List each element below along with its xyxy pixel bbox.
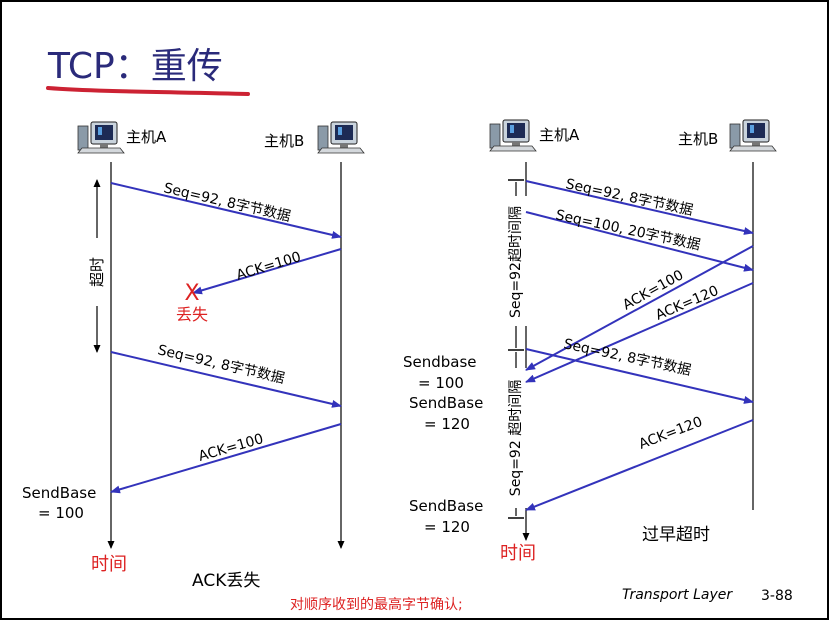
left-ack1-label: ACK=100 — [234, 249, 303, 284]
right-host-a-computer-icon — [489, 119, 537, 152]
right-host-a-label: 主机A — [539, 126, 580, 144]
left-seg2-label: Seq=92, 8字节数据 — [156, 342, 286, 387]
right-sb2-line1: SendBase — [409, 394, 483, 412]
right-sb3-line1: SendBase — [409, 497, 483, 515]
host-b-computer-icon — [317, 121, 365, 154]
left-ack1-arrow — [192, 248, 342, 295]
right-sb2-line2: = 120 — [424, 415, 470, 433]
right-ack100-arrow — [525, 245, 754, 371]
right-seg2-arrow — [525, 211, 754, 272]
left-seg2-arrow — [110, 351, 342, 408]
right-caption: 过早超时 — [642, 525, 710, 545]
left-lost-mark: X — [184, 281, 199, 306]
right-seg1-arrow — [525, 180, 754, 235]
right-timeout-top-bg — [503, 196, 529, 326]
left-caption: ACK丢失 — [192, 571, 260, 591]
left-time-label: 时间 — [91, 554, 127, 575]
right-ack120b-label: ACK=120 — [637, 414, 705, 453]
right-sb1-line2: = 100 — [418, 374, 464, 392]
right-ack120b-arrow — [525, 419, 754, 511]
left-seg1-arrow — [110, 182, 342, 239]
host-a-computer-icon — [77, 121, 125, 154]
footer-note: 对顺序收到的最高字节确认; — [290, 596, 463, 613]
right-time-label: 时间 — [500, 543, 536, 564]
right-host-b-computer-icon — [729, 119, 777, 152]
title-underline — [46, 86, 250, 96]
left-sendbase-line1: SendBase — [22, 484, 96, 502]
right-sb3-line2: = 120 — [424, 518, 470, 536]
right-sb1-line1: Sendbase — [403, 353, 477, 371]
footer-layer: Transport Layer — [622, 587, 733, 603]
right-timeout-bottom-label: Seq=92 超时间隔 — [508, 380, 524, 496]
right-timeout-top-label: Seq=92超时间隔 — [508, 206, 524, 318]
left-lost-label: 丢失 — [176, 305, 208, 324]
left-host-a-label: 主机A — [126, 128, 167, 146]
left-ack2-arrow — [110, 423, 342, 494]
footer-page-number: 3-88 — [761, 588, 793, 604]
left-seg1-label: Seq=92, 8字节数据 — [162, 180, 292, 225]
left-sendbase-line2: = 100 — [38, 504, 84, 522]
left-ack2-label: ACK=100 — [197, 431, 266, 465]
right-seg3-arrow — [525, 348, 754, 404]
slide-title: TCP：重传 — [47, 46, 223, 87]
left-timeout-label: 超时 — [88, 257, 106, 287]
right-ack120a-arrow — [525, 282, 754, 383]
right-host-b-label: 主机B — [678, 130, 718, 148]
left-host-b-label: 主机B — [264, 132, 304, 150]
right-timeout-bottom-bg — [503, 368, 529, 508]
